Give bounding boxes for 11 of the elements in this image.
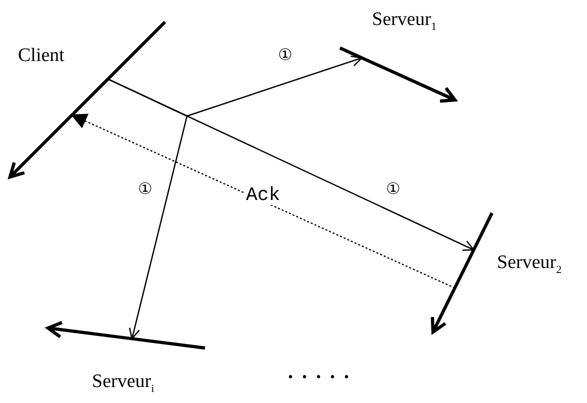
timeline-label: Serveur$_{i}$ xyxy=(92,372,154,395)
edge-label: ① xyxy=(277,47,294,63)
dotted-arrow xyxy=(70,114,456,289)
edge-label: ① xyxy=(385,181,402,197)
edge-label: ① xyxy=(137,181,154,197)
edge-label: Ack xyxy=(244,186,282,205)
arrow xyxy=(108,78,188,340)
ellipsis-dots: ..... xyxy=(288,362,358,382)
timeline-label: Serveur$_{2}$ xyxy=(497,253,562,276)
timeline-label: Client xyxy=(18,46,64,65)
timeline-label: Serveur$_{1}$ xyxy=(372,10,437,33)
